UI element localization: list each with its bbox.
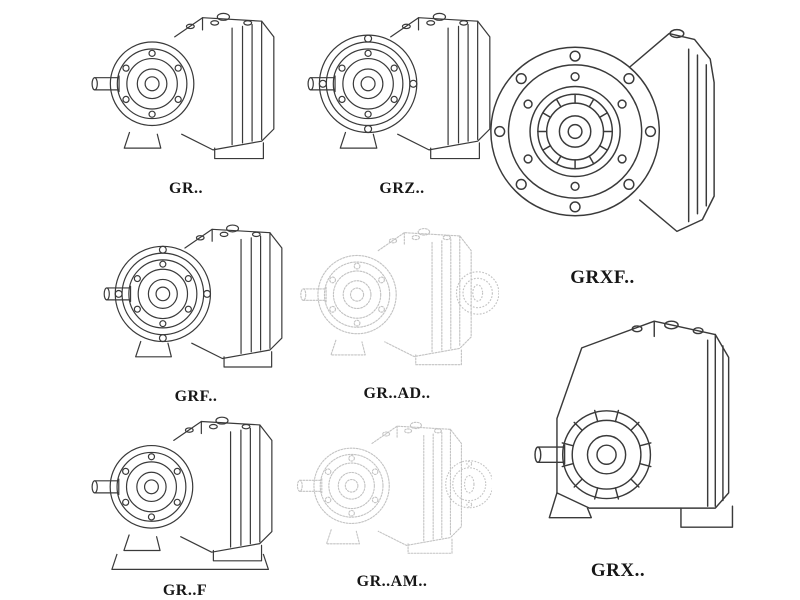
gearbox-label-grx: GRX.. <box>590 560 646 581</box>
grf-gearbox-illustration <box>98 214 294 384</box>
grz-gearbox-illustration <box>302 2 502 176</box>
grx-gearbox-illustration <box>534 320 734 528</box>
gr-gearbox-illustration <box>91 12 275 160</box>
gearbox-figure-gr: GR.. <box>86 2 286 198</box>
gearbox-label-gr-am: GR..AM.. <box>356 573 428 590</box>
gearbox-label-grf: GRF.. <box>174 388 218 405</box>
gearbox-label-gr-ad: GR..AD.. <box>363 385 431 402</box>
gr-ad-adapter-detail <box>455 271 499 315</box>
gearbox-figure-gr-am: GR..AM.. <box>292 412 492 591</box>
gearbox-label-grxf: GRXF.. <box>570 267 635 288</box>
gr-ad-gearbox-illustration <box>300 228 499 366</box>
gearbox-figure-grx: GRX.. <box>494 304 742 582</box>
gr-am-gearbox-illustration <box>296 421 492 554</box>
gearbox-figure-gr-f: GR..F <box>86 406 284 600</box>
grxf-gearbox-illustration <box>490 28 715 233</box>
gearbox-label-gr-f: GR..F <box>162 582 208 599</box>
gearbox-label-gr: GR.. <box>169 180 203 197</box>
gearbox-figure-gr-ad: GR..AD.. <box>295 218 499 403</box>
gr-am-flange-detail <box>445 460 492 509</box>
gearbox-label-grz: GRZ.. <box>379 180 425 197</box>
gearbox-figure-grf: GRF.. <box>98 214 294 406</box>
gearbox-figure-grz: GRZ.. <box>302 2 502 198</box>
gearbox-figure-grxf: GRXF.. <box>485 4 720 289</box>
gr-f-base-detail <box>111 553 270 571</box>
gr-f-gearbox-illustration <box>91 416 273 571</box>
